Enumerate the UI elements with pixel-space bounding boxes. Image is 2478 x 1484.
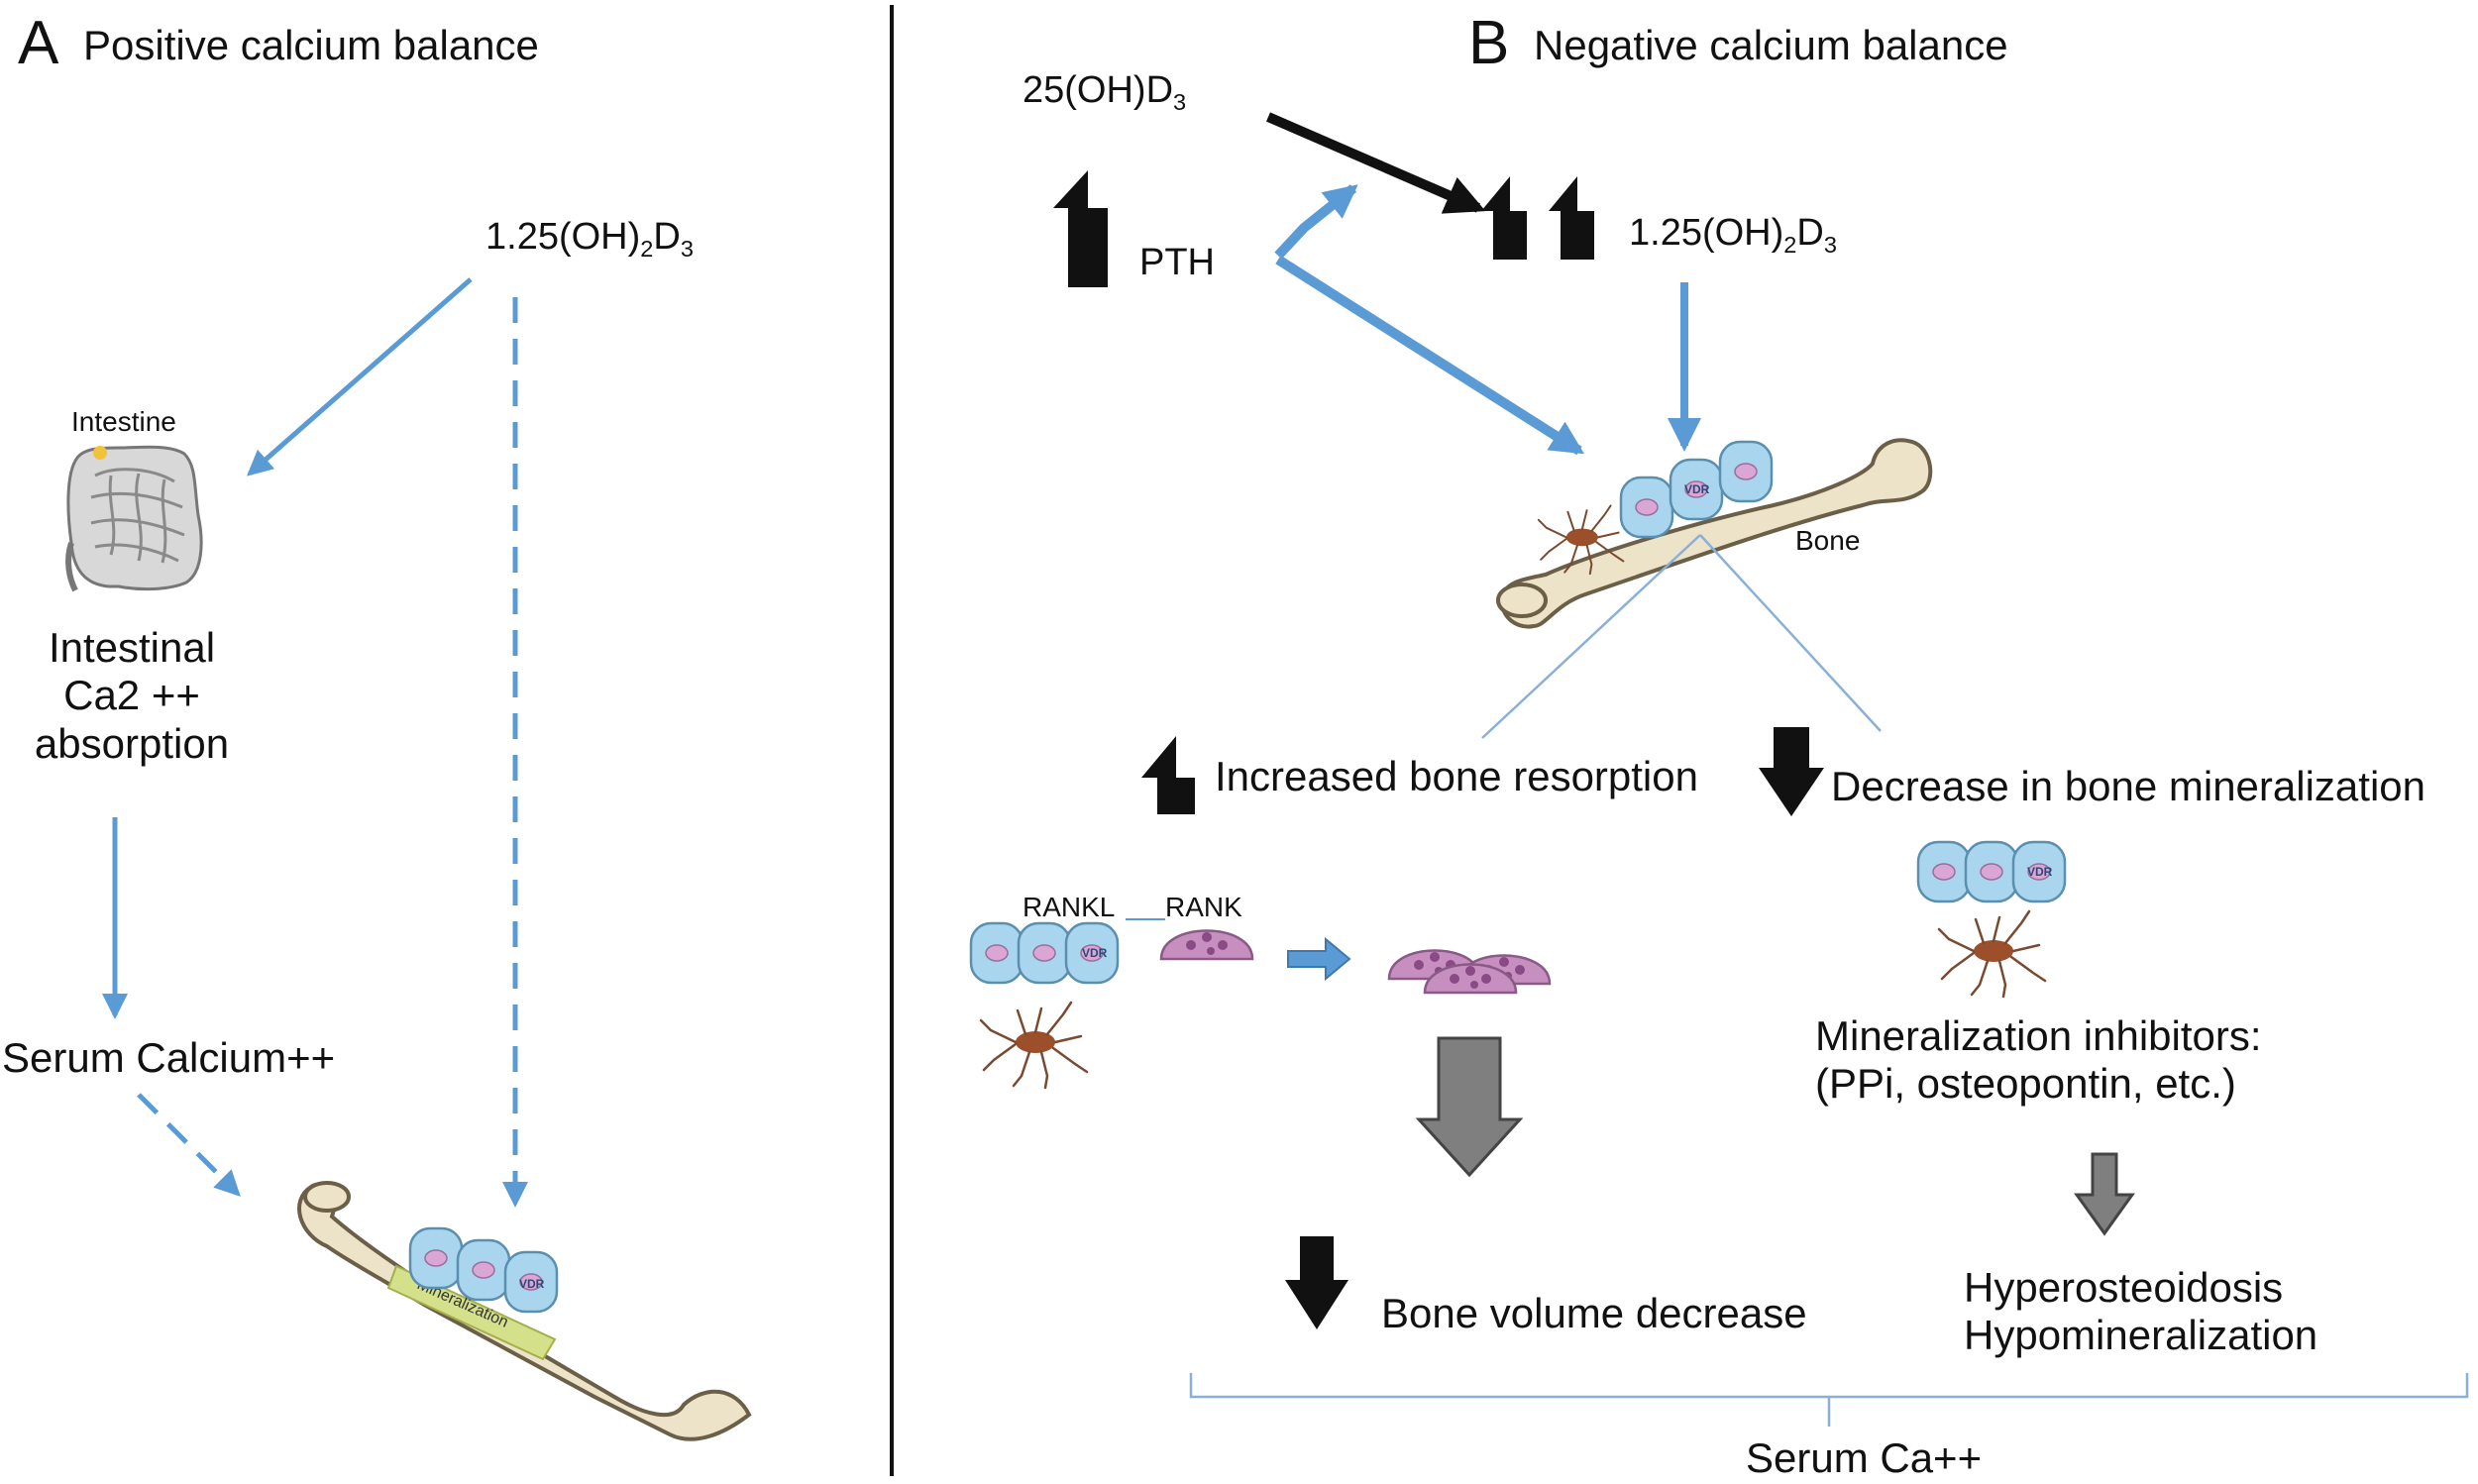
arrow-25ohd3-to-vitd [1266,112,1486,214]
vitd-label-b: 1.25(OH)2D3 [1629,212,1837,259]
vdr-label-right: VDR [2027,865,2053,879]
bone-volume-decrease-label: Bone volume decrease [1381,1290,1807,1336]
split-line-right [1699,534,1882,732]
osteoclast-icon-rank [1159,929,1254,961]
vdr-label-rankl: VDR [1082,946,1108,960]
hyperosteoidosis-label: Hyperosteoidosis Hypomineralization [1964,1264,2318,1359]
serum-bracket [1189,1373,2469,1427]
panel-a-letter: A [18,9,59,77]
decreased-mineralization-label: Decrease in bone mineralization [1831,763,2425,809]
vdr-label: VDR [519,1277,545,1291]
precursor-25ohd3-label: 25(OH)D3 [1023,69,1187,116]
bone-label: Bone [1795,525,1861,556]
inhibitors-label: Mineralization inhibitors: (PPi, osteopo… [1815,1012,2262,1108]
rank-label: RANK [1165,892,1242,922]
up-arrow-resorption [1141,736,1195,814]
rankl-label: RANKL [1023,892,1116,922]
intestine-label: Intestine [71,406,176,437]
pth-label: PTH [1139,242,1215,283]
panel-b-letter: B [1468,9,1510,77]
arrow-vitd-to-intestine [246,277,473,477]
intestine-icon [65,445,203,592]
increased-resorption-label: Increased bone resorption [1215,753,1698,799]
split-line-left [1481,534,1701,739]
femur-bone-icon-b [1496,438,1933,629]
osteoblast-cells-rankl: VDR [969,921,1120,985]
panel-a-title: Positive calcium balance [83,22,539,68]
osteoclast-cluster [1387,949,1552,995]
arrow-pth-to-kidney [1274,184,1358,260]
gray-arrow-left [1415,1036,1524,1178]
up-arrow-vitd-2 [1549,176,1594,260]
blue-block-arrow [1287,936,1351,982]
down-arrow-volume [1285,1236,1348,1329]
osteocyte-icon-right [1937,909,2047,999]
osteoblast-cells-right: VDR [1916,840,2067,903]
osteoblast-cells-b: VDR [1619,440,1774,539]
down-arrow-mineralization [1759,727,1824,816]
absorption-label: Intestinal Ca2 ++ absorption [34,624,230,767]
up-arrow-vitd-1 [1481,176,1527,260]
up-arrow-pth [1053,170,1108,287]
gray-arrow-right [2074,1152,2135,1236]
vitd-label-a: 1.25(OH)2D3 [485,216,694,263]
osteocyte-icon-rankl [979,1001,1089,1090]
serum-ca-label-b: Serum Ca++ [1746,1434,1983,1481]
osteoblast-cells-a: VDR [408,1226,559,1314]
arrow-serum-to-bone-dashed [137,1093,241,1197]
panel-b-title: Negative calcium balance [1534,22,2008,68]
arrow-pth-to-bone [1275,255,1585,456]
serum-calcium-label-a: Serum Calcium++ [2,1034,336,1081]
vdr-label-b: VDR [1684,482,1710,496]
